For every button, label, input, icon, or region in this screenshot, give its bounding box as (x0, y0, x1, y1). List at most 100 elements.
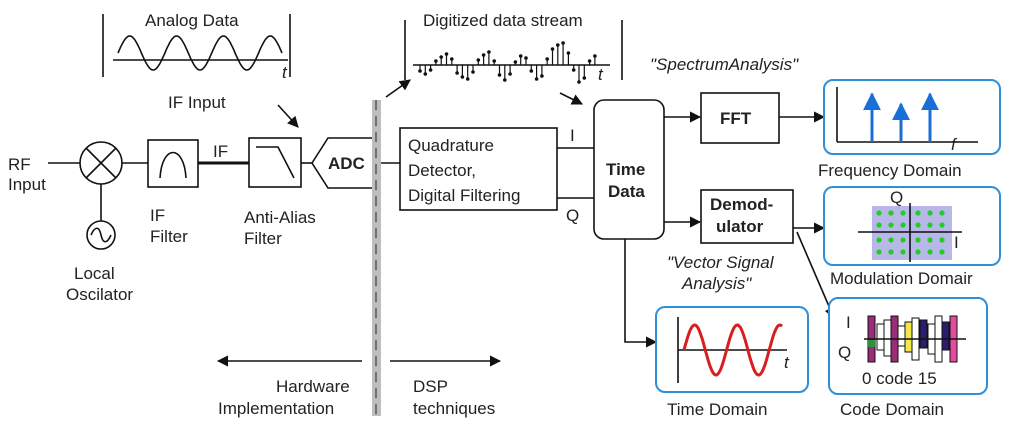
constellation-point (888, 210, 894, 216)
sample-dot (476, 58, 481, 62)
constellation-point (876, 210, 882, 216)
sample-dot (518, 54, 523, 58)
constellation-point (927, 249, 933, 255)
sample-dot (540, 74, 544, 78)
constellation-point (900, 222, 906, 228)
analog-data-inset: Analog Data t IF Input (102, 11, 299, 128)
digitized-stream-label: Digitized data stream (423, 11, 583, 30)
code-bar-accent (868, 340, 875, 347)
analog-sine-wave (117, 35, 283, 71)
code-bar (876, 323, 885, 351)
sample-dot (566, 51, 571, 55)
digital-t-label: t (598, 65, 604, 84)
mixer-cross-2 (85, 147, 117, 179)
i-channel-label: I (570, 126, 575, 145)
rf-front-end: RF Input Local Oscilator IF Filter IF An… (8, 137, 400, 304)
anti-alias-label: Anti-Alias (244, 208, 316, 227)
anti-alias-filter-block (248, 137, 302, 188)
sample-dot (487, 50, 491, 54)
constellation-point (888, 237, 894, 243)
constellation-point (939, 210, 945, 216)
constellation-point (915, 237, 921, 243)
dsp-label: DSP (413, 377, 448, 396)
constellation-point (900, 249, 906, 255)
sample-dot (508, 72, 512, 76)
modulation-domain-label: Modulation Domair (830, 269, 973, 288)
analog-t-label: t (282, 63, 288, 82)
sample-dot (587, 59, 592, 63)
sample-dot (465, 77, 470, 81)
modulation-domain-panel: Q I Modulation Domair (823, 186, 1001, 288)
hardware-label: Hardware (276, 377, 350, 396)
sample-dot (439, 55, 444, 59)
quad-label-2: Detector, (408, 161, 476, 180)
digitized-stream-inset: Digitized data stream t (385, 11, 623, 105)
hardware-dsp-arrows: Hardware Implementation DSP techniques (216, 355, 502, 418)
constellation-point (900, 210, 906, 216)
code-bar (883, 319, 892, 357)
sample-dot (582, 76, 587, 80)
constellation-point (927, 222, 933, 228)
sample-dot (503, 78, 507, 82)
frequency-domain-label: Frequency Domain (818, 161, 962, 180)
constellation-area (872, 206, 952, 260)
time-domain-panel: t Time Domain (655, 306, 809, 419)
constellation-point (915, 210, 921, 216)
constellation-i-label: I (954, 233, 959, 252)
code-i-label: I (846, 313, 851, 332)
constellation-point (939, 249, 945, 255)
time-domain-label: Time Domain (667, 400, 767, 419)
sample-dot (471, 70, 475, 74)
vsa-label-2: Analysis" (681, 274, 752, 293)
frequency-panel-frame (823, 79, 1001, 155)
hardware-label-2: Implementation (218, 399, 334, 418)
sample-dot (577, 80, 581, 84)
demodulator-label-2: ulator (716, 217, 764, 236)
constellation-point (915, 222, 921, 228)
hardware-dsp-divider (372, 100, 381, 416)
if-filter-label-2: Filter (150, 227, 188, 246)
stream-arrow-up (385, 79, 411, 98)
constellation-point (888, 222, 894, 228)
sample-dot (492, 59, 497, 63)
quadrature-detector-block (399, 127, 558, 211)
sample-dot (423, 72, 428, 76)
constellation-points (876, 210, 945, 255)
sample-dot (529, 69, 534, 73)
sample-dot (561, 41, 565, 45)
sample-dot (534, 77, 539, 81)
constellation-point (888, 249, 894, 255)
if-filter-label: IF (150, 206, 165, 225)
constellation-point (927, 210, 933, 216)
freq-f-label: f (951, 135, 958, 154)
sample-dot (450, 57, 454, 61)
spectrum-analysis-label: "SpectrumAnalysis" (650, 55, 799, 74)
time-data-label-2: Data (608, 182, 645, 201)
sample-dot (460, 75, 465, 79)
constellation-point (915, 249, 921, 255)
constellation-point (876, 222, 882, 228)
code-bar (941, 321, 950, 351)
oscillator-wave-icon (90, 227, 112, 243)
rf-input-label-2: Input (8, 175, 46, 194)
sample-dot (545, 57, 549, 61)
sample-dot (593, 54, 597, 58)
code-bar (904, 321, 913, 353)
constellation-point (939, 222, 945, 228)
demodulator-label: Demod- (710, 195, 773, 214)
fft-block (700, 92, 780, 144)
sample-dot (481, 53, 486, 57)
bandpass-filter-icon (159, 151, 187, 179)
lowpass-filter-icon (256, 146, 295, 179)
sample-dot (434, 59, 438, 63)
time-to-timedomain-arrow (624, 239, 658, 348)
constellation-q-label: Q (890, 188, 903, 207)
quad-label-3: Digital Filtering (408, 186, 520, 205)
stream-arrow-down (559, 92, 584, 105)
sample-dot (556, 43, 560, 47)
sample-dot (444, 52, 449, 56)
if-input-label: IF Input (168, 93, 226, 112)
sample-dot (550, 47, 555, 51)
time-data-block (593, 99, 665, 240)
